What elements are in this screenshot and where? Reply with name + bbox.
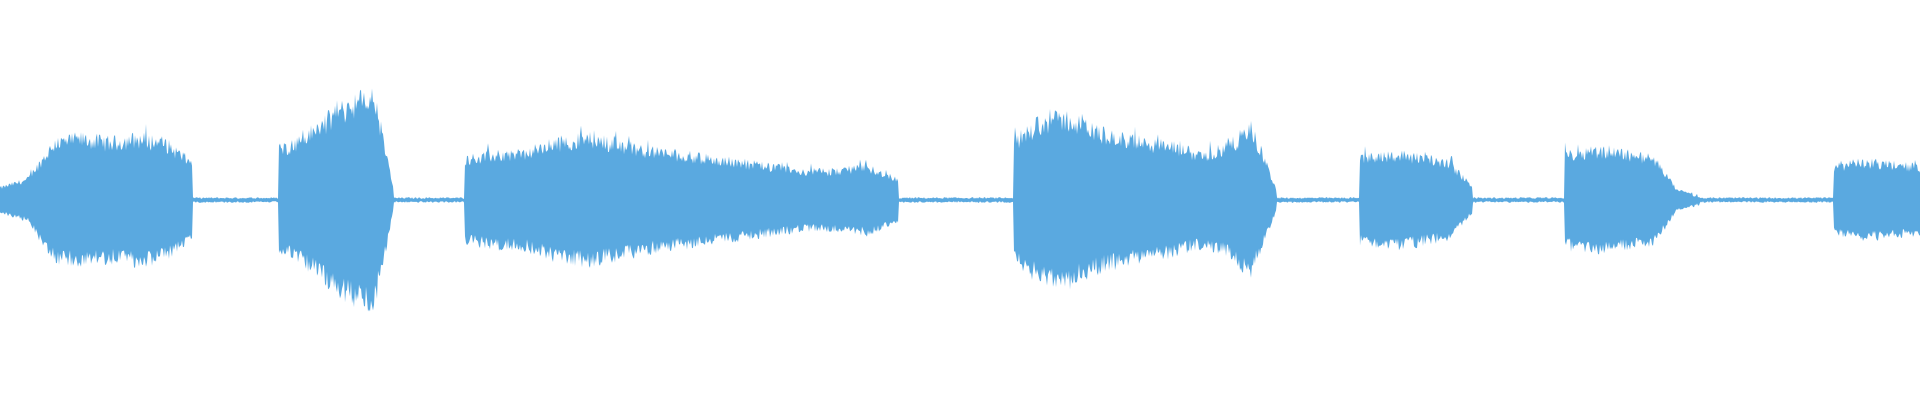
- waveform-path: [0, 88, 1920, 312]
